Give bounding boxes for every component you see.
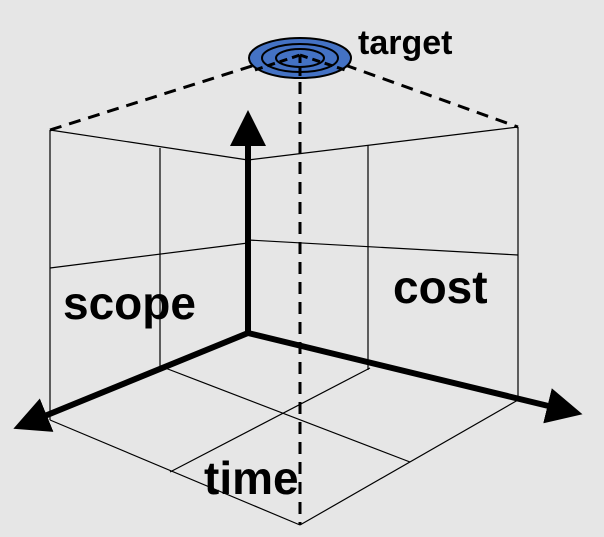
floor-left-edge [49, 419, 301, 526]
floor-grid-1 [159, 365, 411, 463]
time-label: time [204, 452, 299, 504]
floor-grid-2 [169, 367, 371, 473]
left-wall-hgrid [49, 242, 249, 269]
dash-left [49, 63, 256, 132]
target-icon [248, 37, 352, 79]
scope-label: scope [63, 277, 196, 329]
left-axis-arrow [13, 330, 250, 432]
right-wall-hgrid [247, 239, 519, 256]
axes [13, 110, 583, 432]
right-axis-arrow [247, 330, 583, 424]
right-wall-top [247, 126, 519, 161]
dashed-lines [49, 62, 519, 525]
cost-label: cost [393, 261, 488, 313]
left-wall-top [49, 129, 249, 161]
dash-right [344, 63, 519, 129]
floor-right-edge [299, 399, 519, 526]
box-grid [49, 126, 519, 526]
target-label: target [358, 24, 453, 62]
